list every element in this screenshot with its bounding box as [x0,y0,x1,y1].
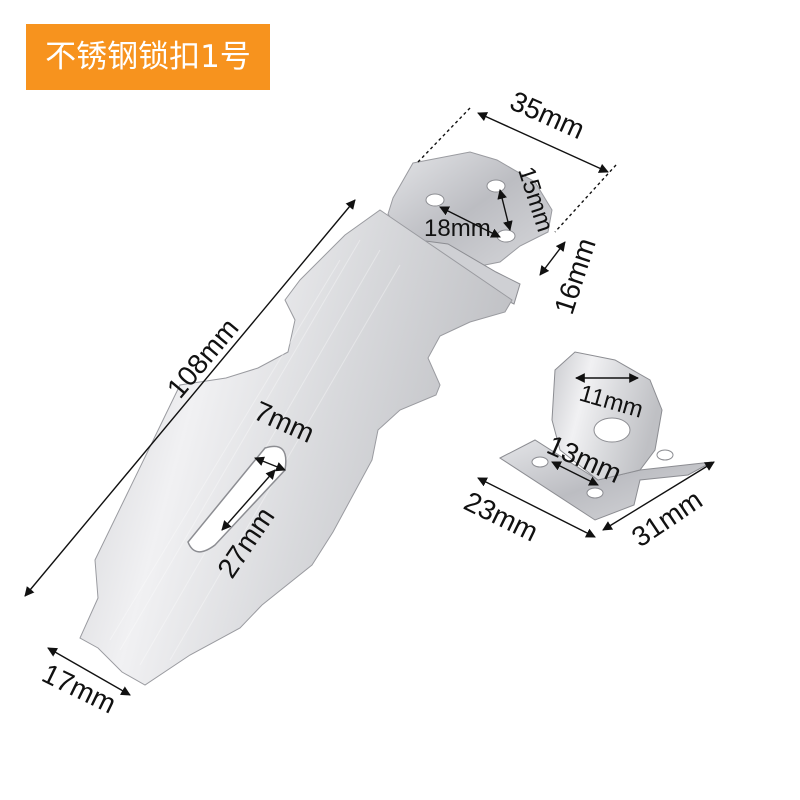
product-title-badge: 不锈钢锁扣1号 [26,24,270,90]
hinge-hole-2 [486,179,506,193]
dim-35mm: 35mm [506,85,590,145]
dim-16mm: 16mm [548,234,602,318]
hasp-plate [79,209,513,686]
hinge-hole-1 [425,193,445,207]
dim-18mm: 18mm [424,215,491,242]
dimension-lines [24,107,715,696]
staple-loop-hole [593,417,631,443]
dim-23mm: 23mm [459,486,543,548]
staple-hole-side [656,449,674,461]
hinge-hole-3 [496,229,516,243]
dim-17mm: 17mm [37,658,121,720]
staple-hole-left [531,456,549,468]
dim-31mm: 31mm [626,484,708,553]
staple-hole-right [586,487,604,499]
